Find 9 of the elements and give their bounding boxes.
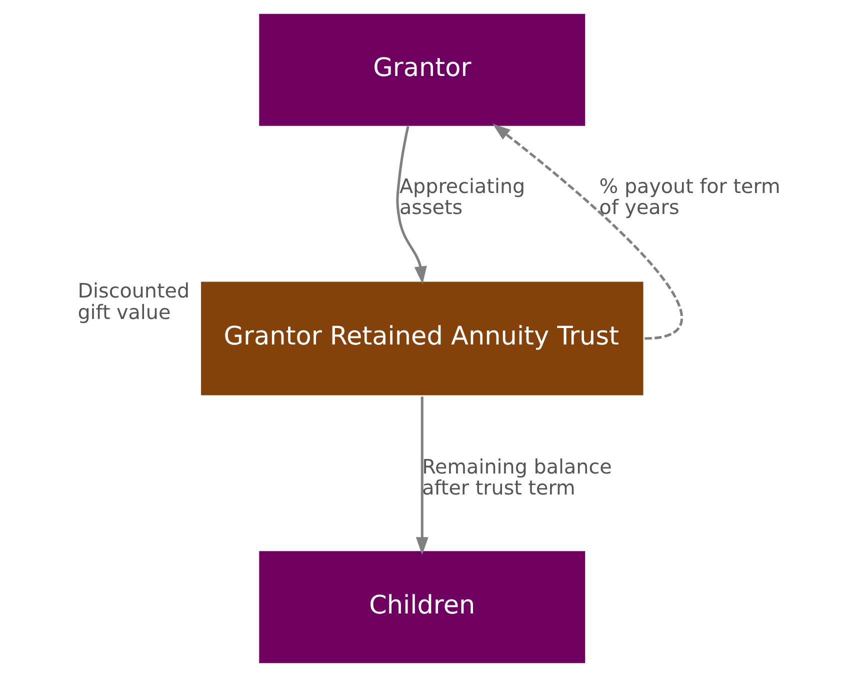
node-box: Grantor Retained Annuity Trust <box>200 282 643 396</box>
arrow <box>396 126 426 284</box>
node-box: Children <box>258 551 585 664</box>
arrow <box>492 124 682 340</box>
node-box: Grantor <box>258 14 585 126</box>
arrow <box>415 396 428 555</box>
node-label: Discounted gift value <box>77 280 190 324</box>
edge-label: % payout for term of years <box>598 174 780 220</box>
edge-label: Appreciating assets <box>398 174 525 220</box>
